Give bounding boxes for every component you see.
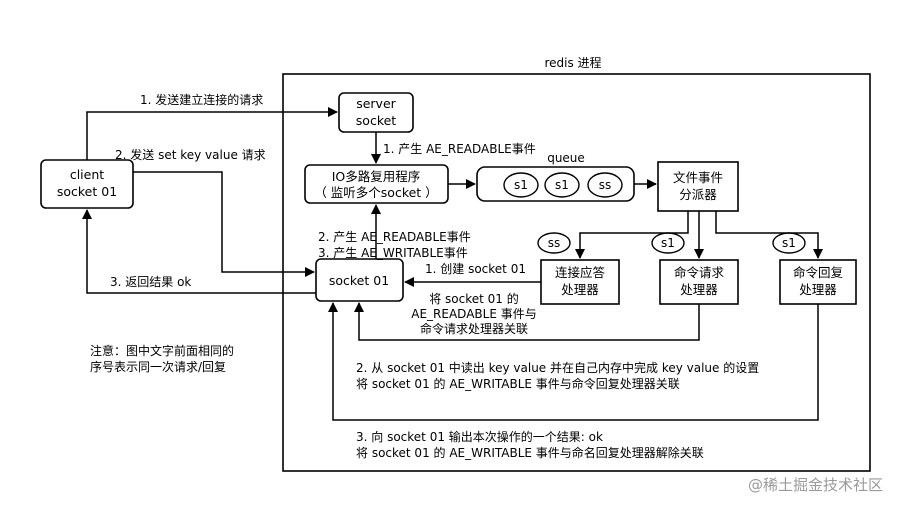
accept-handler-node: 连接应答 处理器 [540, 259, 620, 305]
svg-text:分派器: 分派器 [679, 187, 717, 202]
note-text: 注意：图中文字前面相同的 序号表示同一次请求/回复 [90, 343, 234, 374]
label-connect-request: 1. 发送建立连接的请求 [140, 92, 263, 107]
edge-return-ok [82, 209, 316, 294]
svg-text:命令回复: 命令回复 [793, 265, 844, 280]
svg-text:s1: s1 [661, 236, 675, 250]
server-socket-node: server socket [338, 92, 414, 133]
svg-text:client: client [70, 167, 104, 182]
queue-node: queue s1 s1 ss [476, 151, 635, 202]
edge-dispatch-reply [715, 211, 823, 259]
svg-text:s1: s1 [555, 178, 569, 192]
reply-handler-node: 命令回复 处理器 [779, 259, 857, 305]
svg-text:s1: s1 [514, 178, 528, 192]
label-step3: 3. 向 socket 01 输出本次操作的一个结果: ok 将 socket … [356, 429, 704, 460]
client-node: client socket 01 [40, 159, 134, 209]
edge-connect-request [86, 107, 338, 160]
svg-text:ss: ss [548, 236, 561, 250]
queue-item: s1 [544, 172, 580, 198]
svg-text:连接应答: 连接应答 [555, 265, 606, 280]
svg-text:socket 01: socket 01 [57, 184, 117, 199]
svg-text:ss: ss [599, 178, 612, 192]
label-step2: 2. 从 socket 01 中读出 key value 并在自己内存中完成 k… [356, 360, 759, 391]
io-multiplexer-node: IO多路复用程序 （ 监听多个socket ） [304, 164, 449, 204]
svg-text:server: server [356, 96, 396, 111]
svg-text:序号表示同一次请求/回复: 序号表示同一次请求/回复 [90, 359, 226, 374]
label-return-ok: 3. 返回结果 ok [110, 275, 191, 289]
svg-text:2. 从 socket 01 中读出 key value 并: 2. 从 socket 01 中读出 key value 并在自己内存中完成 k… [356, 360, 759, 375]
reply-handler-tag: s1 [772, 232, 806, 254]
label-produce-readable: 1. 产生 AE_READABLE事件 [383, 142, 536, 156]
svg-text:socket 01: socket 01 [329, 273, 389, 288]
request-handler-node: 命令请求 处理器 [659, 259, 739, 305]
edge-set-request [133, 171, 315, 277]
svg-text:socket: socket [356, 113, 397, 128]
svg-text:将 socket 01 的: 将 socket 01 的 [429, 291, 519, 306]
label-produce-2: 2. 产生 AE_READABLE事件 [318, 230, 471, 244]
svg-text:文件事件: 文件事件 [673, 170, 723, 185]
svg-text:处理器: 处理器 [561, 282, 599, 297]
svg-text:IO多路复用程序: IO多路复用程序 [332, 169, 421, 184]
svg-text:queue: queue [547, 151, 585, 165]
svg-text:注意：图中文字前面相同的: 注意：图中文字前面相同的 [90, 343, 234, 358]
accept-handler-tag: ss [537, 232, 571, 254]
svg-text:3. 向 socket 01 输出本次操作的一个结果: ok: 3. 向 socket 01 输出本次操作的一个结果: ok [356, 429, 603, 444]
svg-text:（ 监听多个socket ）: （ 监听多个socket ） [314, 185, 437, 200]
queue-item: s1 [503, 172, 539, 198]
edge-dispatch-accept [575, 211, 689, 259]
queue-item: ss [587, 172, 623, 198]
svg-text:命令请求处理器关联: 命令请求处理器关联 [420, 321, 528, 336]
watermark: @稀土掘金技术社区 [748, 476, 883, 494]
label-set-request: 2. 发送 set key value 请求 [115, 147, 266, 162]
label-associate: 将 socket 01 的 AE_READABLE 事件与 命令请求处理器关联 [411, 291, 536, 336]
svg-text:将 socket 01 的 AE_WRITABLE 事件与命: 将 socket 01 的 AE_WRITABLE 事件与命名回复处理器解除关联 [356, 445, 704, 460]
label-create-socket: 1. 创建 socket 01 [425, 262, 526, 276]
socket01-node: socket 01 [315, 258, 404, 302]
edge-reply-to-socket01 [328, 302, 819, 421]
request-handler-tag: s1 [651, 232, 685, 254]
svg-text:命令请求: 命令请求 [674, 265, 725, 280]
svg-text:AE_READABLE 事件与: AE_READABLE 事件与 [411, 307, 536, 321]
svg-text:处理器: 处理器 [799, 282, 837, 297]
redis-process-title: redis 进程 [544, 55, 601, 70]
file-event-dispatcher-node: 文件事件 分派器 [657, 161, 739, 212]
svg-text:处理器: 处理器 [680, 282, 718, 297]
svg-text:s1: s1 [782, 236, 796, 250]
label-produce-3: 3. 产生 AE_WRITABLE事件 [318, 246, 468, 260]
svg-text:将 socket 01 的 AE_WRITABLE 事件与命: 将 socket 01 的 AE_WRITABLE 事件与命令回复处理器关联 [356, 376, 680, 391]
edge-request-to-socket01 [354, 302, 700, 341]
